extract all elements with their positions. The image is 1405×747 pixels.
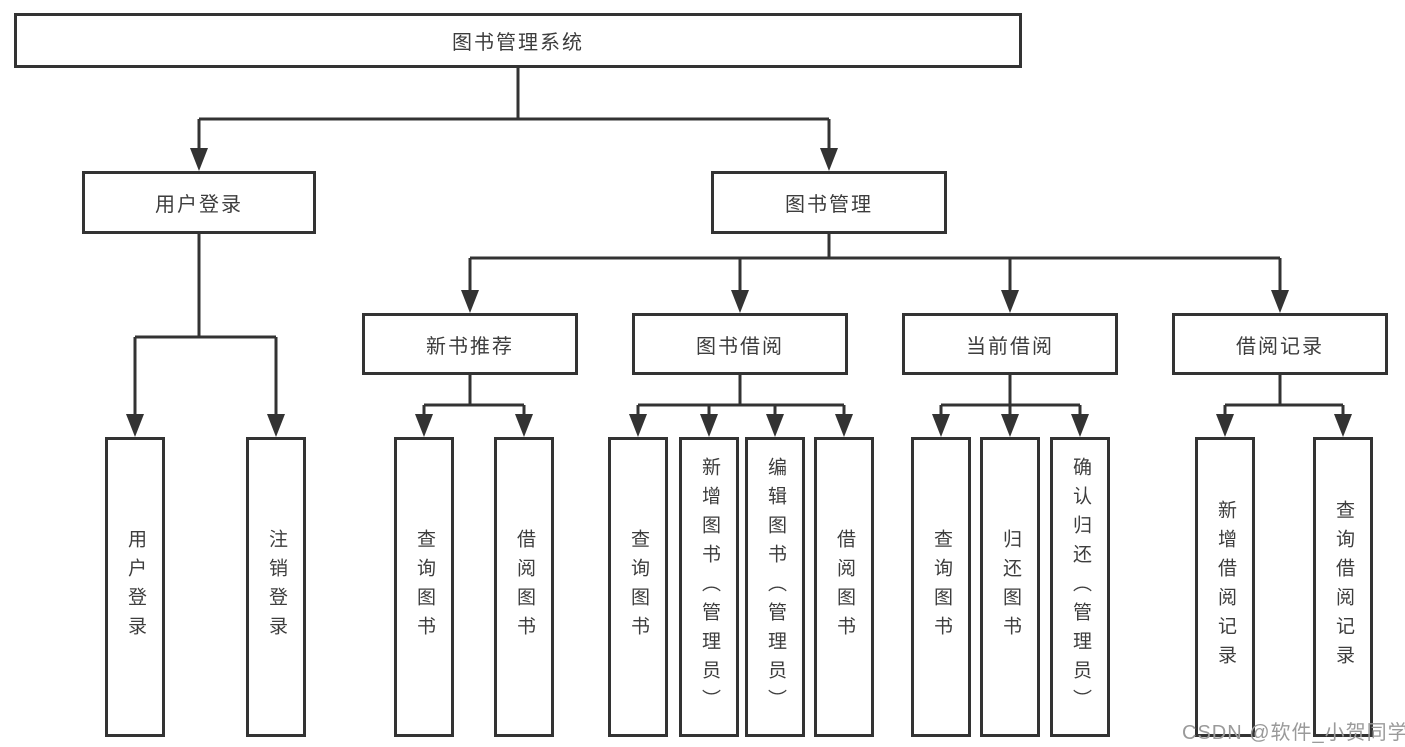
leaf-query-books-current: 查询图书 [911, 437, 971, 737]
arrowhead-down-icon [190, 148, 208, 171]
arrowhead-down-icon [126, 414, 144, 437]
wire-current-to-children [939, 375, 1082, 417]
arrowhead-down-icon [267, 414, 285, 437]
leaf-return-book: 归还图书 [980, 437, 1040, 737]
arrowhead-down-icon [835, 414, 853, 437]
arrowhead-down-icon [820, 148, 838, 171]
leaf-query-borrow-record: 查询借阅记录 [1313, 437, 1373, 737]
arrowhead-down-icon [1271, 290, 1289, 313]
node-new-book-recommend: 新书推荐 [362, 313, 578, 375]
arrowhead-down-icon [1216, 414, 1234, 437]
arrowhead-down-icon [731, 290, 749, 313]
node-user-login: 用户登录 [82, 171, 316, 234]
node-current-borrow: 当前借阅 [902, 313, 1118, 375]
leaf-borrow-books-recommend: 借阅图书 [494, 437, 554, 737]
csdn-watermark: CSDN @软件_小贺同学 [1182, 722, 1405, 744]
leaf-add-borrow-record: 新增借阅记录 [1195, 437, 1255, 737]
arrowhead-down-icon [1071, 414, 1089, 437]
leaf-add-book-admin: 新增图书（管理员） [679, 437, 739, 737]
connector-arrowhead-icons [126, 148, 1352, 437]
wire-management-to-level2 [468, 234, 1282, 292]
arrowhead-down-icon [700, 414, 718, 437]
wire-records-to-children [1223, 375, 1345, 417]
leaf-edit-book-admin: 编辑图书（管理员） [745, 437, 805, 737]
arrowhead-down-icon [932, 414, 950, 437]
leaf-confirm-return-admin: 确认归还（管理员） [1050, 437, 1110, 737]
arrowhead-down-icon [766, 414, 784, 437]
arrowhead-down-icon [629, 414, 647, 437]
arrowhead-down-icon [1001, 414, 1019, 437]
wire-root-to-level1 [197, 68, 831, 150]
wire-login-to-children [133, 234, 278, 416]
arrowhead-down-icon [461, 290, 479, 313]
arrowhead-down-icon [1334, 414, 1352, 437]
arrowhead-down-icon [515, 414, 533, 437]
node-book-management: 图书管理 [711, 171, 947, 234]
arrowhead-down-icon [415, 414, 433, 437]
leaf-logout: 注销登录 [246, 437, 306, 737]
leaf-query-books-borrow: 查询图书 [608, 437, 668, 737]
leaf-query-books-recommend: 查询图书 [394, 437, 454, 737]
node-system-root: 图书管理系统 [14, 13, 1022, 68]
wire-newbook-to-children [422, 375, 526, 417]
node-borrow-records: 借阅记录 [1172, 313, 1388, 375]
leaf-borrow-books: 借阅图书 [814, 437, 874, 737]
arrowhead-down-icon [1001, 290, 1019, 313]
leaf-user-login: 用户登录 [105, 437, 165, 737]
node-book-borrow: 图书借阅 [632, 313, 848, 375]
wire-borrow-to-children [636, 375, 846, 417]
connector-paths [133, 68, 1345, 417]
